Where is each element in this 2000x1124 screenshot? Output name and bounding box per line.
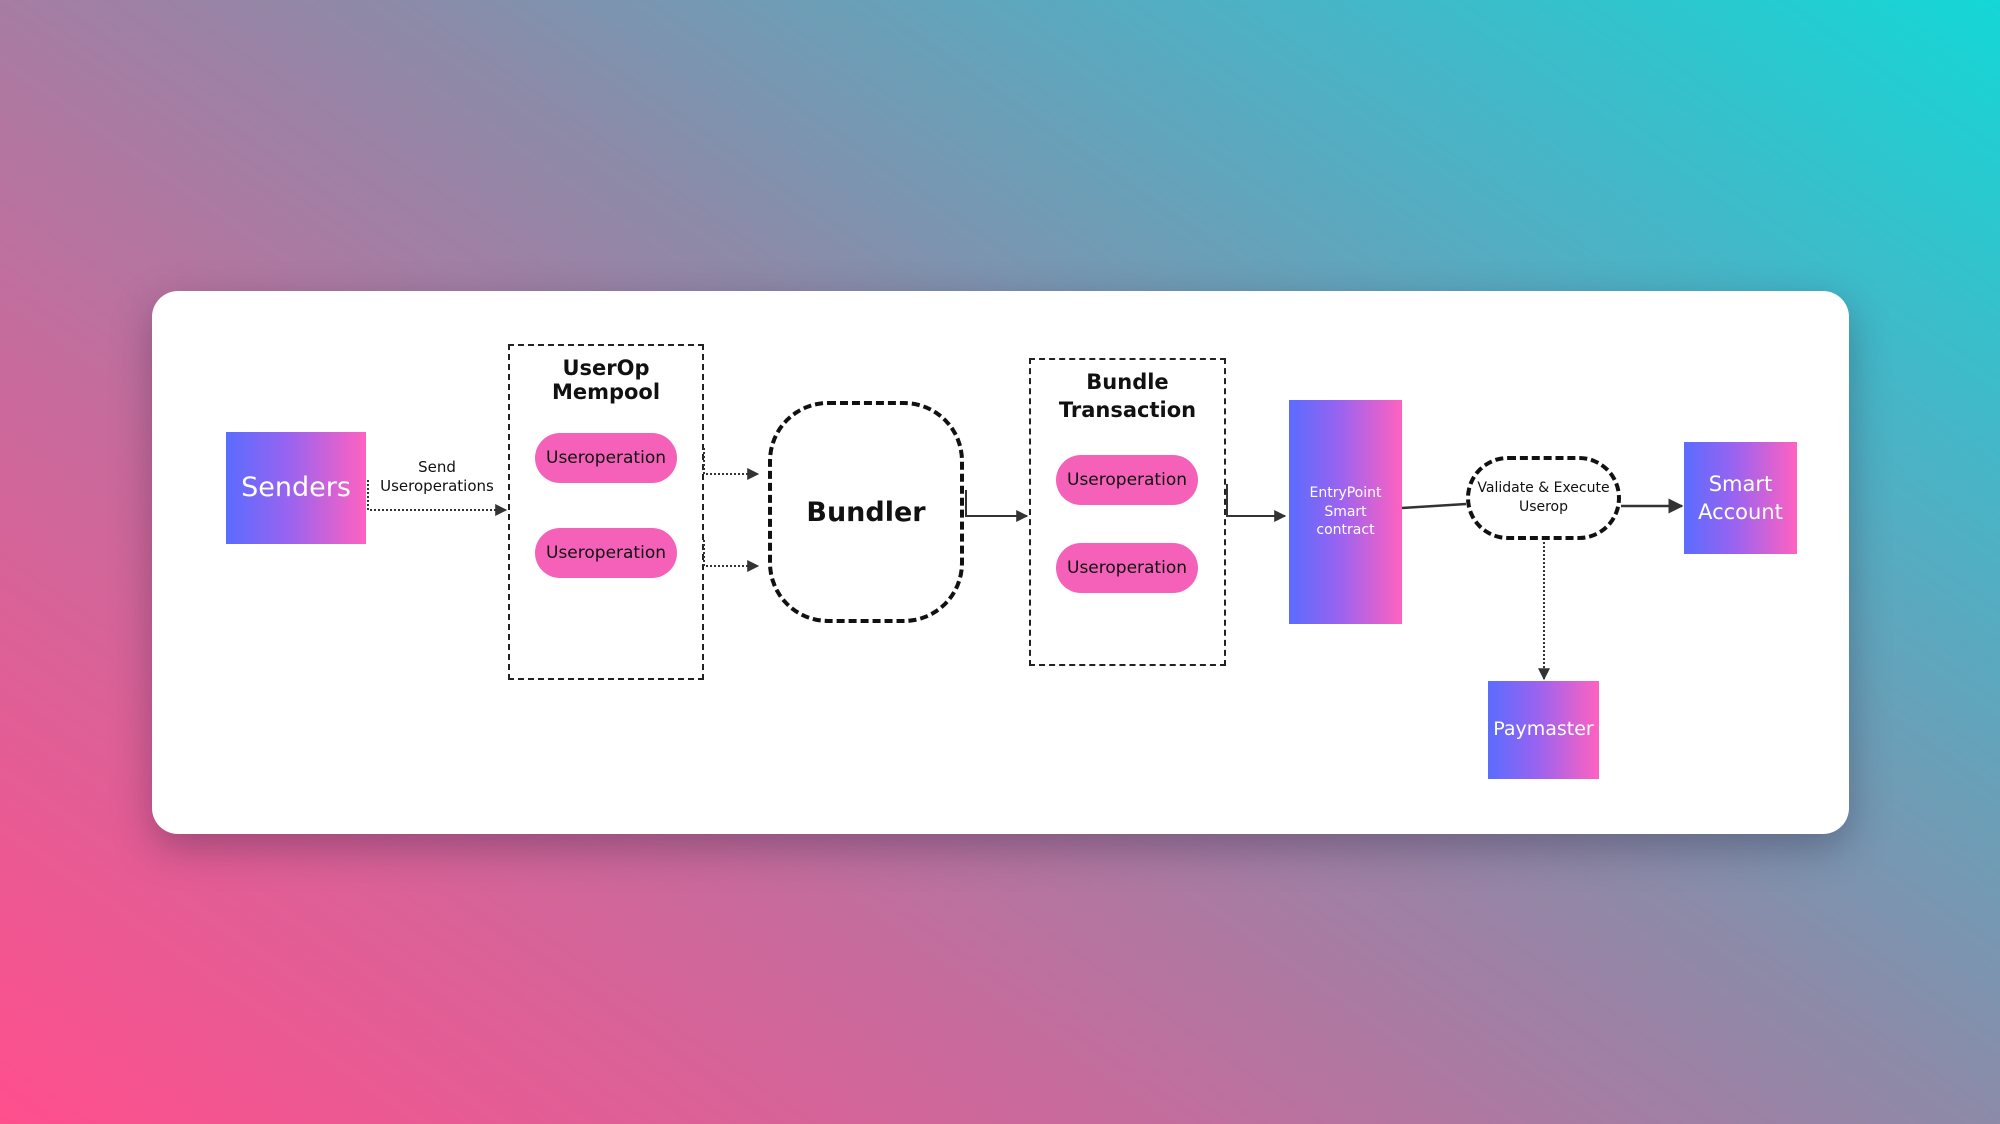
validate-line1: Validate & Execute [1477, 480, 1610, 496]
bundle-title-line2: Transaction [1058, 398, 1197, 422]
mempool-useroperation-1: Useroperation [535, 433, 677, 483]
smart-account-line2: Account [1698, 500, 1783, 524]
bundle-title-line1: Bundle [1086, 370, 1169, 394]
bundler-label: Bundler [806, 496, 926, 528]
mempool-useroperation-2: Useroperation [535, 528, 677, 578]
bundle-useroperation-2: Useroperation [1056, 543, 1198, 593]
entrypoint-line2: Smart [1324, 503, 1367, 520]
paymaster-label: Paymaster [1493, 718, 1594, 741]
send-label-line1: Send [418, 458, 456, 476]
entrypoint-line3: contract [1316, 522, 1375, 539]
entrypoint-node: EntryPoint Smart contract [1289, 400, 1402, 624]
send-label-line2: Useroperations [380, 477, 494, 495]
senders-label: Senders [241, 471, 351, 503]
mempool-title: UserOp Mempool [551, 356, 661, 404]
bundler-node: Bundler [768, 401, 964, 623]
validate-line2: Userop [1518, 499, 1569, 515]
paymaster-node: Paymaster [1488, 681, 1599, 779]
smart-account-node: Smart Account [1684, 442, 1797, 554]
send-useroperations-label: Send Useroperations [372, 458, 502, 496]
bundle-transaction-title: Bundle Transaction [1029, 368, 1226, 424]
bundle-useroperation-1: Useroperation [1056, 455, 1198, 505]
senders-node: Senders [226, 432, 366, 544]
bundle-transaction-box [1029, 358, 1226, 666]
smart-account-line1: Smart [1708, 471, 1773, 496]
userop-mempool-box [508, 344, 704, 680]
entrypoint-line1: EntryPoint [1309, 484, 1382, 501]
validate-execute-node: Validate & Execute Userop [1466, 456, 1621, 540]
